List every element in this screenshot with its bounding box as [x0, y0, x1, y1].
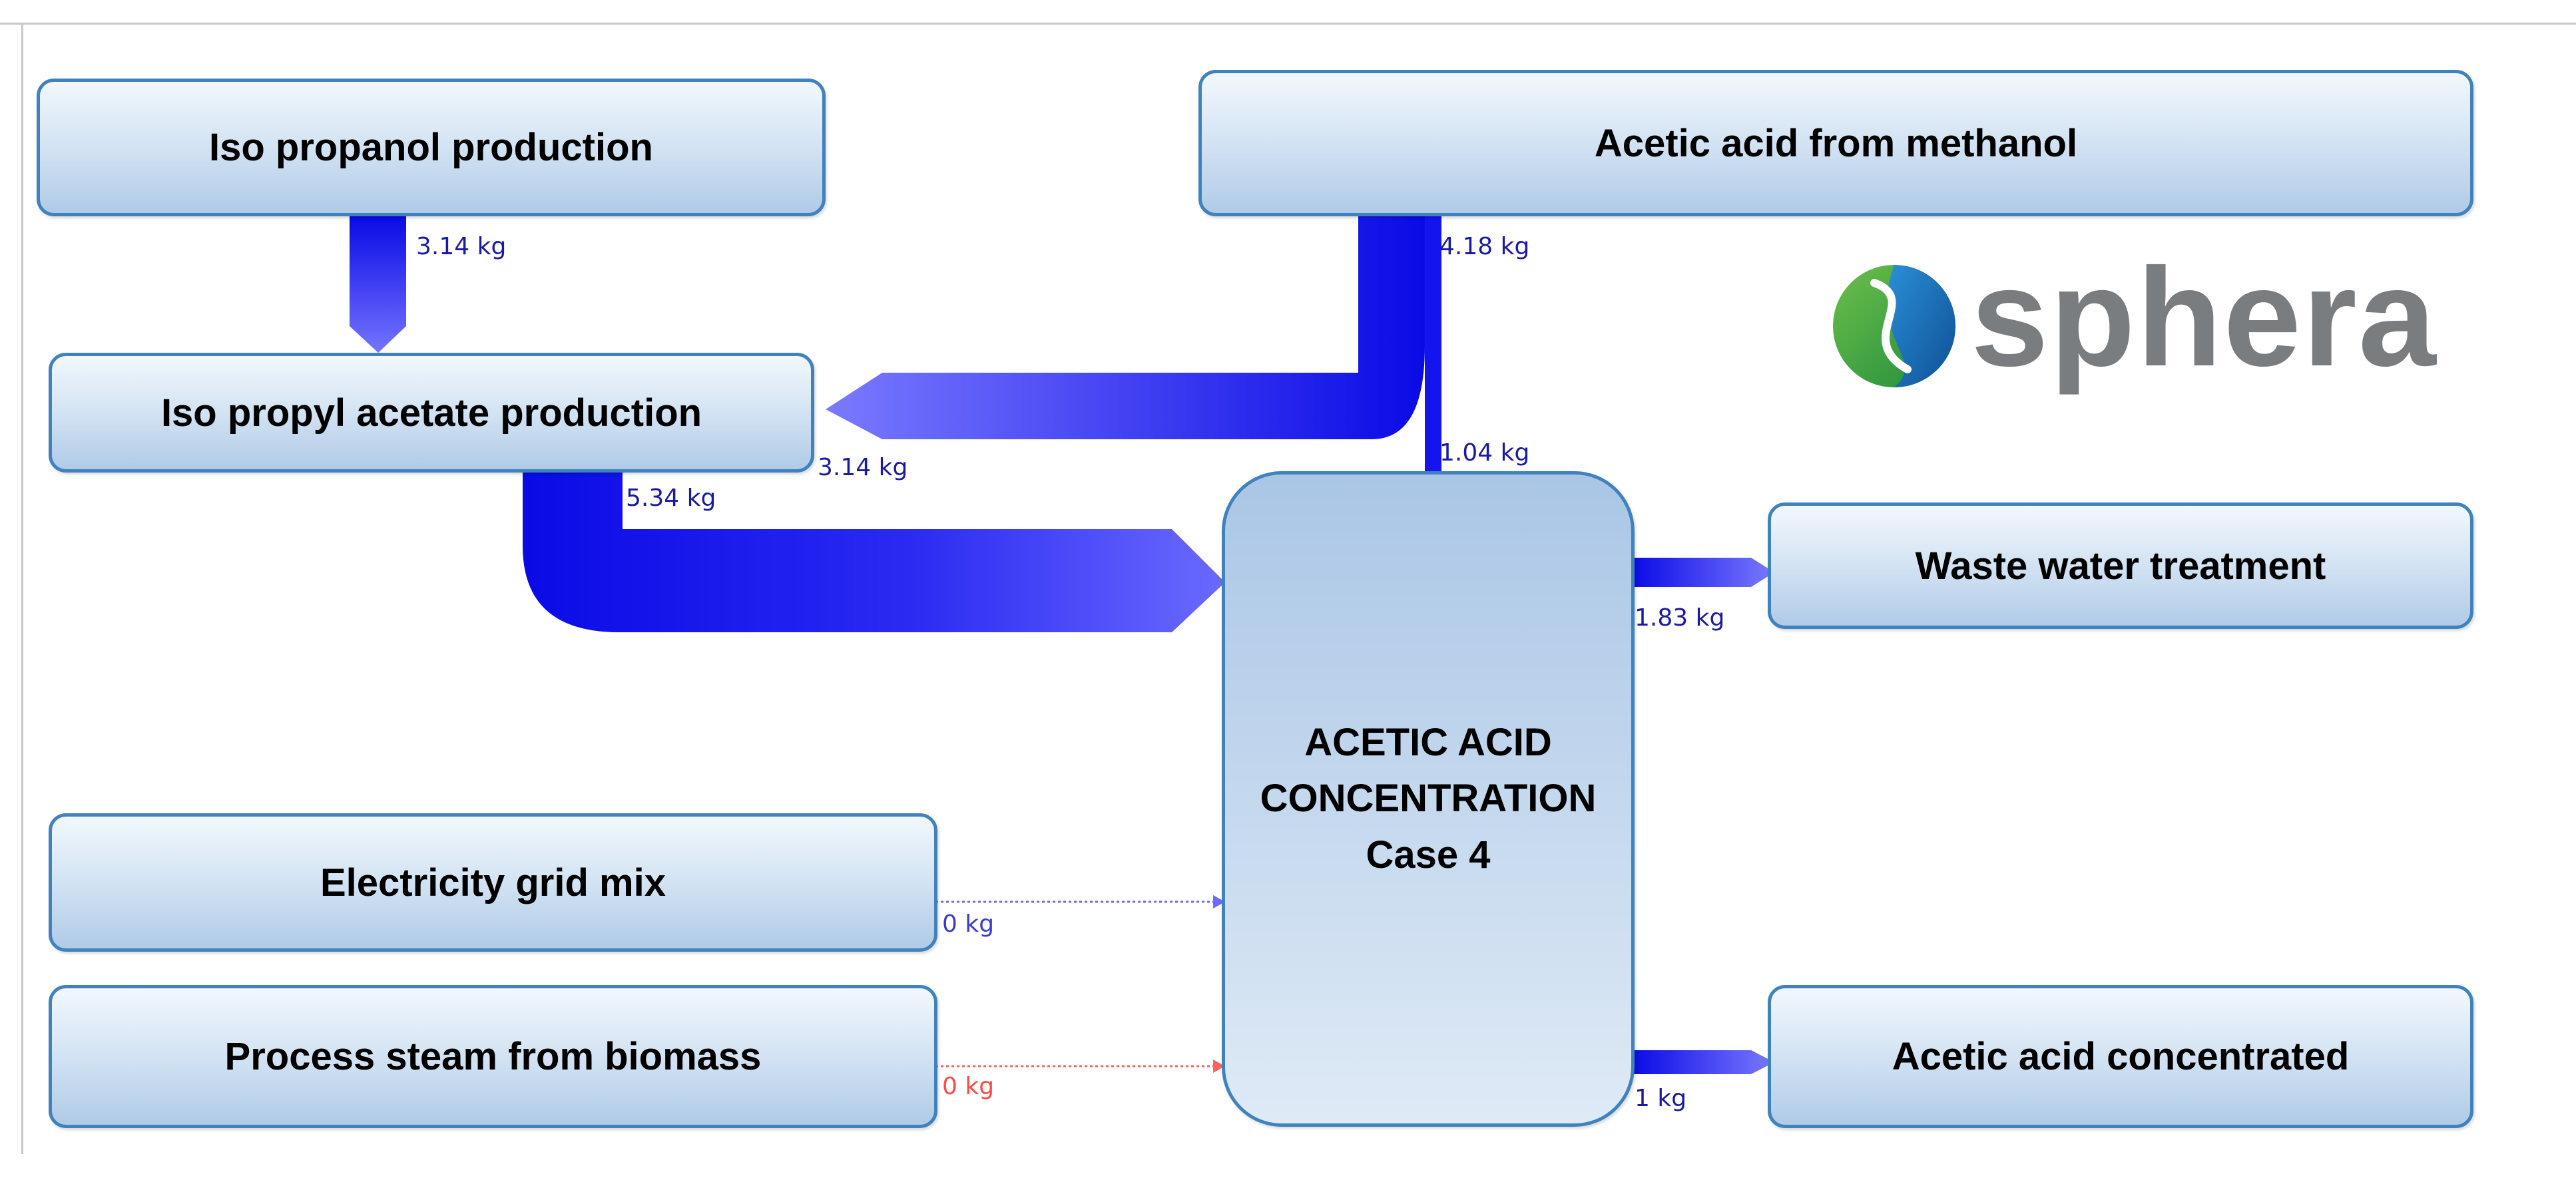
node-label: Process steam from biomass	[224, 1035, 762, 1078]
frame-top-border	[0, 23, 2576, 25]
central-label-line-3: Case 4	[1366, 833, 1491, 877]
flow-methanol-to-central	[1425, 216, 1441, 473]
flow-acetate-to-central	[523, 473, 1225, 632]
node-process-steam-from-biomass[interactable]: Process steam from biomass	[49, 985, 937, 1128]
sphera-logo: sphera	[1828, 248, 2436, 393]
node-acetic-acid-from-methanol[interactable]: Acetic acid from methanol	[1198, 70, 2473, 216]
flow-steam-arrowhead	[1213, 1060, 1225, 1073]
flow-label-wastewater: 1.83 kg	[1635, 604, 1725, 632]
flow-label-methanol-to-acetate: 3.14 kg	[818, 454, 908, 481]
flow-propanol-to-acetate	[350, 216, 406, 353]
sphera-logo-mark-icon	[1833, 265, 1955, 387]
flow-label-acetate-to-central: 5.34 kg	[626, 485, 716, 512]
flow-central-to-wastewater	[1631, 558, 1774, 587]
node-label: Acetic acid from methanol	[1594, 121, 2078, 165]
flow-label-steam: 0 kg	[942, 1073, 995, 1100]
flow-label-concentrated: 1 kg	[1635, 1085, 1687, 1112]
node-label: Acetic acid concentrated	[1892, 1035, 2350, 1078]
flow-electricity-arrowhead	[1213, 895, 1225, 908]
central-label-line-2: CONCENTRATION	[1260, 777, 1597, 821]
flow-label-electricity: 0 kg	[942, 910, 995, 938]
node-waste-water-treatment[interactable]: Waste water treatment	[1768, 502, 2473, 629]
sphera-logo-text: sphera	[1971, 239, 2438, 395]
central-label: ACETIC ACID CONCENTRATION Case 4	[1260, 715, 1597, 883]
flow-label-propanol: 3.14 kg	[416, 233, 507, 260]
node-label: Iso propanol production	[209, 126, 653, 169]
flow-central-to-concentrated	[1631, 1050, 1774, 1074]
flow-label-methanol-to-central: 1.04 kg	[1439, 439, 1530, 467]
node-label: Waste water treatment	[1915, 544, 2326, 588]
frame-left-border	[21, 23, 23, 1154]
node-electricity-grid-mix[interactable]: Electricity grid mix	[49, 813, 937, 952]
node-label: Electricity grid mix	[320, 861, 666, 904]
node-acetic-acid-concentrated[interactable]: Acetic acid concentrated	[1768, 985, 2473, 1128]
node-iso-propyl-acetate-production[interactable]: Iso propyl acetate production	[49, 353, 814, 473]
node-iso-propanol-production[interactable]: Iso propanol production	[37, 79, 826, 216]
flow-label-methanol-total: 4.18 kg	[1439, 233, 1530, 260]
node-acetic-acid-concentration[interactable]: ACETIC ACID CONCENTRATION Case 4	[1222, 471, 1635, 1127]
central-label-line-1: ACETIC ACID	[1304, 721, 1552, 765]
flow-methanol-to-acetate	[826, 216, 1425, 439]
node-label: Iso propyl acetate production	[160, 391, 702, 435]
